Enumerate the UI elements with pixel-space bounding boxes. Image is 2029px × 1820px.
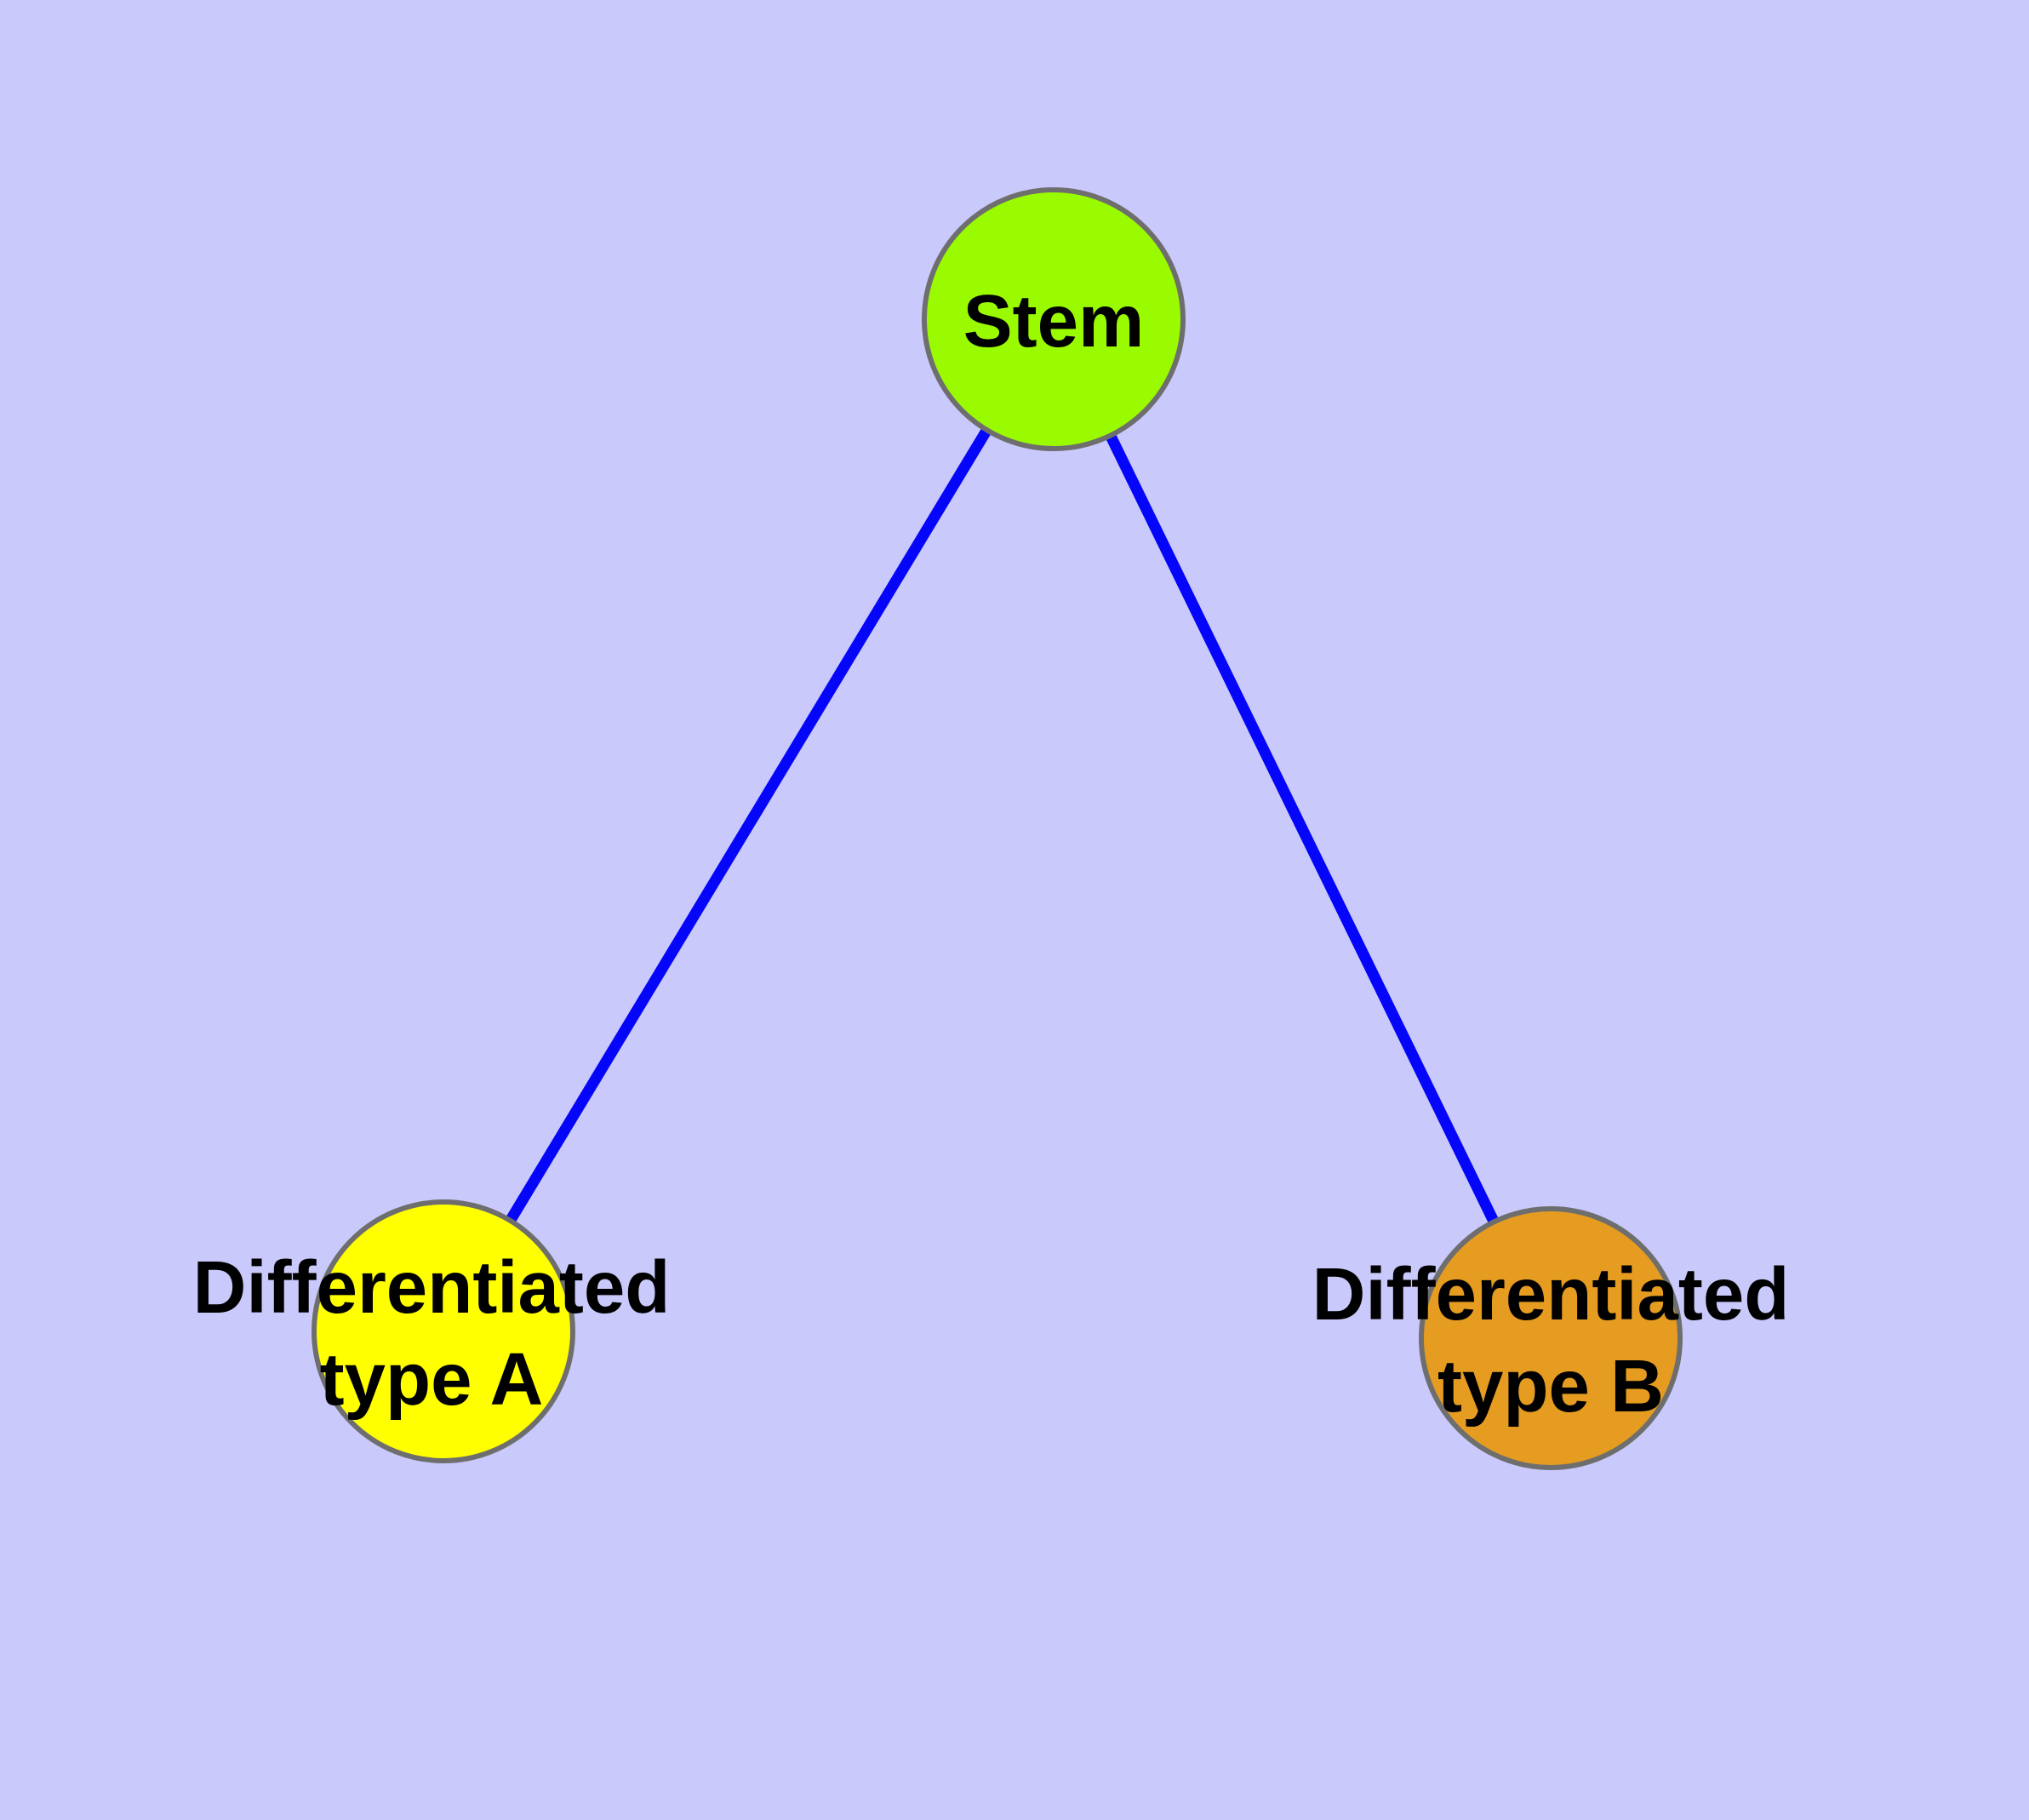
- edge-stem-diff-b: [1049, 317, 1556, 1341]
- edge-stem-diff-a: [438, 316, 1059, 1335]
- node-diff-a-label-line-1: Differentiated: [193, 1246, 671, 1329]
- node-diff-a: Differentiated type A: [193, 1199, 671, 1463]
- node-stem: Stem: [922, 187, 1186, 451]
- node-stem-label-line-1: Stem: [963, 280, 1145, 363]
- node-diff-a-label-line-2: type A: [320, 1338, 544, 1421]
- node-diff-b-circle: [1419, 1206, 1683, 1470]
- node-diff-b-label-line-1: Differentiated: [1312, 1253, 1790, 1336]
- node-diff-b-label-line-2: type B: [1437, 1345, 1664, 1428]
- node-diff-a-circle: [311, 1199, 575, 1463]
- node-stem-circle: [922, 187, 1186, 451]
- node-diff-b: Differentiated type B: [1312, 1206, 1790, 1470]
